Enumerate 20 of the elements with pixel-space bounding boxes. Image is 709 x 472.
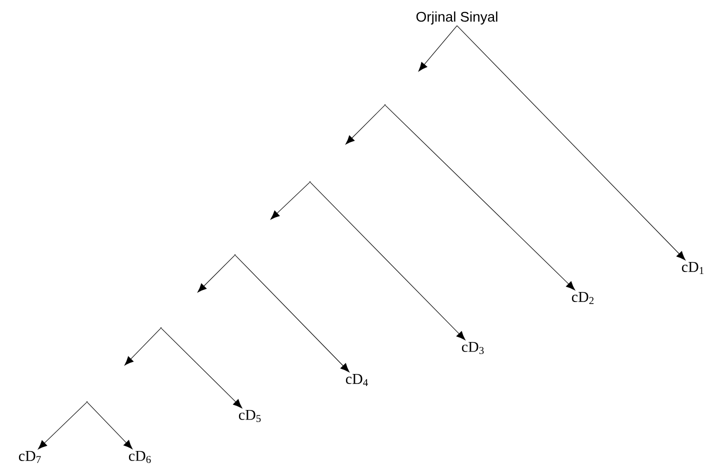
arrow — [87, 402, 133, 450]
arrow — [124, 328, 161, 366]
title-text: Orjinal Sinyal — [416, 11, 498, 25]
arrow — [161, 328, 242, 408]
arrow — [38, 402, 87, 450]
coefficient-label: cD$_{4}$ — [346, 374, 368, 386]
coefficient-label: cD$_{5}$ — [238, 410, 261, 422]
arrow — [418, 25, 458, 72]
coefficient-label: cD$_{1}$ — [682, 262, 704, 274]
coefficient-label: cD$_{7}$ — [18, 451, 41, 463]
arrow — [270, 182, 310, 220]
arrow — [235, 255, 350, 372]
coefficient-label: cD$_{6}$ — [128, 450, 151, 464]
arrow — [310, 182, 466, 340]
arrow — [198, 255, 235, 292]
arrow — [346, 105, 385, 144]
arrow — [385, 105, 576, 290]
arrow — [456, 25, 686, 260]
coefficient-label: cD$_{3}$ — [462, 342, 484, 354]
coefficient-label: cD$_{2}$ — [572, 292, 594, 304]
